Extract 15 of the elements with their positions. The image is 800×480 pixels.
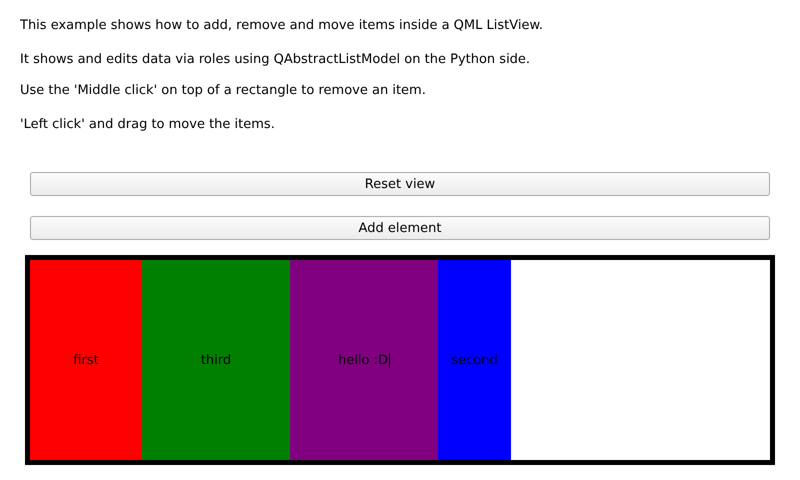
item-label: second: [451, 352, 498, 368]
instruction-text: 'Left click' and drag to move the items.: [20, 117, 275, 132]
instruction-text: Use the 'Middle click' on top of a rectangle to remove an item.: [20, 83, 426, 98]
list-item: [30, 260, 142, 460]
item-label: hello :D: [338, 352, 388, 368]
instruction-text: It shows and edits data via roles using QAbstractListModel on the Python side.: [20, 52, 530, 67]
instruction-text: This example shows how to add, remove and move items inside a QML ListView.: [20, 18, 544, 33]
list-item: [290, 260, 438, 460]
item-label: first: [73, 352, 99, 368]
list-view-frame: [25, 255, 775, 465]
reset-button: Reset view: [30, 172, 770, 196]
item-label: third: [200, 352, 232, 368]
list-item: [142, 260, 290, 460]
list-item: [438, 260, 511, 460]
add-button: Add element: [30, 216, 770, 240]
